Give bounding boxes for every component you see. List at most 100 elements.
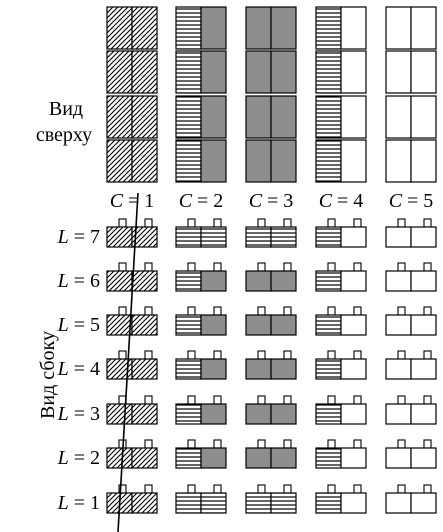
block-tab xyxy=(353,350,362,360)
top-view-block xyxy=(245,95,297,139)
top-view-block xyxy=(315,50,367,94)
side-block-right-half xyxy=(270,226,297,248)
side-block-right-half xyxy=(340,447,367,469)
block-tab xyxy=(283,306,292,316)
block-tab xyxy=(118,350,127,360)
block-tab xyxy=(423,484,432,494)
side-block-left-half xyxy=(315,226,342,248)
block-tab xyxy=(144,395,153,405)
side-block-left-half xyxy=(385,447,412,469)
side-block-left-half xyxy=(385,492,412,514)
side-block-right-half xyxy=(340,492,367,514)
side-view-block xyxy=(175,350,227,380)
top-block-right-half xyxy=(131,95,158,139)
block-tab xyxy=(144,439,153,449)
block-tab xyxy=(397,395,406,405)
side-block-left-half xyxy=(175,314,202,336)
top-block-left-half xyxy=(175,6,202,50)
top-block-right-half xyxy=(340,6,367,50)
side-block-left-half xyxy=(106,314,133,336)
block-tab xyxy=(353,262,362,272)
block-tab xyxy=(213,484,222,494)
side-block-left-half xyxy=(106,403,133,425)
side-block-right-half xyxy=(410,270,437,292)
top-view-block xyxy=(315,139,367,183)
top-block-left-half xyxy=(385,139,412,183)
side-view-block xyxy=(245,439,297,469)
side-block-right-half xyxy=(131,447,158,469)
block-tab xyxy=(423,439,432,449)
block-tab xyxy=(397,218,406,228)
side-view-block xyxy=(106,484,158,514)
side-block-right-half xyxy=(410,314,437,336)
side-view-block xyxy=(385,306,437,336)
top-block-left-half xyxy=(315,139,342,183)
side-view-block xyxy=(385,439,437,469)
block-tab xyxy=(187,350,196,360)
top-view-block xyxy=(385,6,437,50)
top-block-left-half xyxy=(245,50,272,94)
side-block-left-half xyxy=(245,492,272,514)
block-tab xyxy=(213,306,222,316)
side-view-block xyxy=(175,218,227,248)
block-tab xyxy=(397,484,406,494)
top-block-right-half xyxy=(410,50,437,94)
top-view-block xyxy=(175,95,227,139)
side-block-left-half xyxy=(385,403,412,425)
top-block-right-half xyxy=(270,50,297,94)
side-block-right-half xyxy=(200,314,227,336)
top-block-left-half xyxy=(315,6,342,50)
block-tab xyxy=(283,395,292,405)
top-view-block xyxy=(315,95,367,139)
side-block-right-half xyxy=(131,492,158,514)
tilt-line xyxy=(117,192,139,532)
side-view-block xyxy=(245,262,297,292)
side-view-block xyxy=(245,306,297,336)
side-block-right-half xyxy=(410,226,437,248)
side-view-block xyxy=(315,262,367,292)
side-block-right-half xyxy=(410,358,437,380)
side-block-right-half xyxy=(200,358,227,380)
side-view-block xyxy=(315,350,367,380)
top-block-left-half xyxy=(315,95,342,139)
side-block-right-half xyxy=(340,314,367,336)
top-block-right-half xyxy=(200,95,227,139)
side-view-block xyxy=(315,218,367,248)
block-tab xyxy=(283,350,292,360)
top-block-left-half xyxy=(245,95,272,139)
side-block-left-half xyxy=(175,226,202,248)
top-view-grid xyxy=(106,6,437,183)
side-block-left-half xyxy=(385,358,412,380)
c-label-3: C = 3 xyxy=(249,190,294,212)
side-block-left-half xyxy=(175,270,202,292)
side-view-block xyxy=(106,395,158,425)
block-tab xyxy=(353,439,362,449)
side-block-right-half xyxy=(270,270,297,292)
top-block-left-half xyxy=(315,50,342,94)
top-block-right-half xyxy=(340,95,367,139)
top-block-left-half xyxy=(106,139,133,183)
top-block-left-half xyxy=(245,139,272,183)
block-tab xyxy=(327,484,336,494)
side-view-block xyxy=(175,395,227,425)
l-label-1: L = 1 xyxy=(57,492,100,514)
side-block-right-half xyxy=(131,403,158,425)
side-block-left-half xyxy=(385,226,412,248)
top-view-block xyxy=(106,95,158,139)
block-tab xyxy=(144,262,153,272)
block-tab xyxy=(257,306,266,316)
block-tab xyxy=(283,484,292,494)
side-block-left-half xyxy=(385,270,412,292)
side-block-right-half xyxy=(131,226,158,248)
top-view-label: Вид сверху xyxy=(36,98,92,146)
block-tab xyxy=(283,439,292,449)
top-block-right-half xyxy=(200,6,227,50)
side-block-right-half xyxy=(131,270,158,292)
block-tab xyxy=(187,218,196,228)
block-tab xyxy=(144,218,153,228)
l-label-2: L = 2 xyxy=(57,447,100,469)
side-block-left-half xyxy=(315,358,342,380)
top-view-block xyxy=(245,139,297,183)
top-view-block xyxy=(245,50,297,94)
